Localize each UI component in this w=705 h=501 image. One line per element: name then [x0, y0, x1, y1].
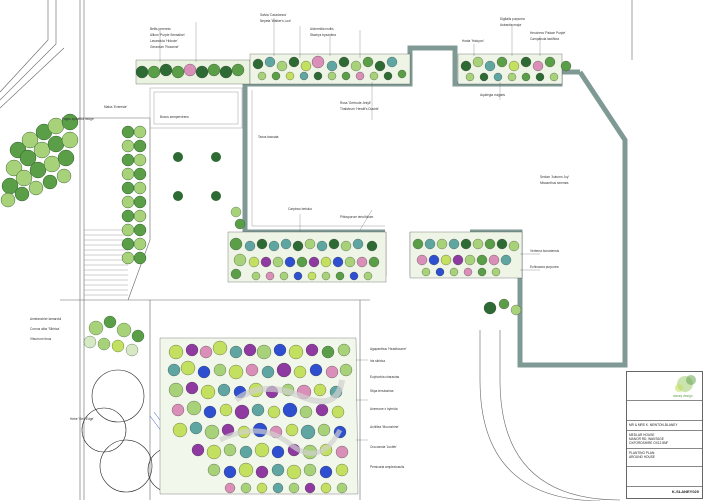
plant-label: Persicaria amplexicaulis — [370, 465, 405, 469]
plant-label: Campanula lactiflora — [530, 37, 559, 41]
contact-area: ​ — [627, 400, 702, 421]
plant-label: Rosa 'Gertrude Jekyll' — [340, 101, 371, 105]
plant-labels-side: Fagus sylvatica hedge Malus 'Evereste' A… — [30, 105, 128, 421]
title-block: slaney design ​ MR & MRS K. NEWTON-BLANE… — [626, 371, 703, 499]
label-leaders — [159, 18, 541, 441]
address-line: OXFORDSHIRE OX12 8NF — [629, 441, 669, 445]
plant-label: Aquilegia vulgaris — [480, 93, 505, 97]
plant-label: Anemone x hybrida — [370, 407, 398, 411]
logo-area: slaney design — [627, 372, 702, 400]
plant-label: Viburnum tinus — [30, 337, 52, 341]
plant-labels-bottom: Agapanthus 'Headbourne' Iris sibirica Eu… — [370, 347, 407, 469]
plant-labels-top-right: Hosta 'Halcyon' Digitalis purpurea Astra… — [340, 17, 566, 111]
plant-label: Lavandula 'Hidcote' — [150, 39, 178, 43]
plant-label: Allium 'Purple Sensation' — [150, 33, 185, 37]
plant-label: Stachys byzantina — [310, 33, 336, 37]
leaf-logo-icon — [675, 375, 696, 392]
plant-label: Bellis perennis — [150, 27, 171, 31]
drawing-title-area: PLANTING PLAN: AROUND HOUSE — [627, 448, 702, 461]
plant-label: Sedum 'Autumn Joy' — [540, 175, 569, 179]
plant-label: Euphorbia characias — [370, 375, 399, 379]
plant-label: Geranium 'Rozanne' — [150, 45, 179, 49]
plant-label: Cornus alba 'Sibirica' — [30, 327, 60, 331]
house-inner — [149, 87, 411, 276]
plant-label: Fagus sylvatica hedge — [62, 117, 94, 121]
plant-label: Agapanthus 'Headbourne' — [370, 347, 407, 351]
reference-area: K-SLANEY020 — [627, 486, 702, 496]
client-name: MR & MRS K. NEWTON-BLANEY — [629, 423, 678, 427]
plant-labels-mid: Buxus sempervirens Taxus baccata Carpinu… — [160, 115, 569, 269]
drawing-title-line: AROUND HOUSE — [629, 455, 656, 459]
revision-area — [627, 466, 702, 487]
plant-label: Pittosporum tenuifolium — [340, 215, 374, 219]
vertical-hedge — [121, 125, 147, 265]
plant-label: Iris sibirica — [370, 359, 385, 363]
plant-label: Buxus sempervirens — [160, 115, 189, 119]
side-shrubs — [83, 206, 246, 357]
plant-label: Amelanchier lamarckii — [30, 317, 61, 321]
steps — [84, 229, 128, 296]
client-area: MR & MRS K. NEWTON-BLANEY — [627, 420, 702, 429]
plant-label: Achillea 'Moonshine' — [370, 425, 399, 429]
plant-label: Crocosmia 'Lucifer' — [370, 445, 397, 449]
main-border — [159, 337, 359, 495]
top-border — [135, 53, 572, 85]
plant-label: Stipa tenuissima — [370, 389, 394, 393]
drawing-reference: K-SLANEY020 — [671, 489, 699, 494]
plant-label: Thalictrum 'Hewitt's Double' — [340, 107, 379, 111]
plant-label: Carpinus betulus — [288, 207, 312, 211]
plant-label: Alchemilla mollis — [310, 27, 334, 31]
plant-label: Hebe 'Red Edge' — [70, 417, 94, 421]
address-line: MANOR RD, WANTAGE — [629, 437, 664, 441]
plant-label: Digitalis purpurea — [500, 17, 525, 21]
logo-text: slaney design — [673, 394, 693, 398]
plant-label: Echinacea purpurea — [530, 265, 559, 269]
plant-label: Astrantia major — [500, 23, 522, 27]
plant-label: Verbena bonariensis — [530, 249, 559, 253]
plant-label: Salvia 'Caradonna' — [260, 13, 287, 17]
plant-label: Malus 'Evereste' — [104, 105, 128, 109]
plant-label: Miscanthus sinensis — [540, 181, 569, 185]
plant-label: Nepeta 'Walker's Low' — [260, 19, 292, 23]
courtyard-topiary — [173, 152, 221, 201]
terrace-border — [227, 231, 523, 316]
left-hedge — [0, 113, 79, 208]
plant-labels-top-left: Bellis perennis Allium 'Purple Sensation… — [150, 13, 336, 49]
plant-label: Hosta 'Halcyon' — [462, 39, 484, 43]
address-area: MEDLAR HOUSE MANOR RD, WANTAGE OXFORDSHI… — [627, 430, 702, 447]
drawing-title-line: PLANTING PLAN: — [629, 451, 656, 455]
plant-label: Heuchera 'Palace Purple' — [530, 31, 566, 35]
address-line: MEDLAR HOUSE — [629, 433, 655, 437]
plant-label: Taxus baccata — [258, 135, 279, 139]
